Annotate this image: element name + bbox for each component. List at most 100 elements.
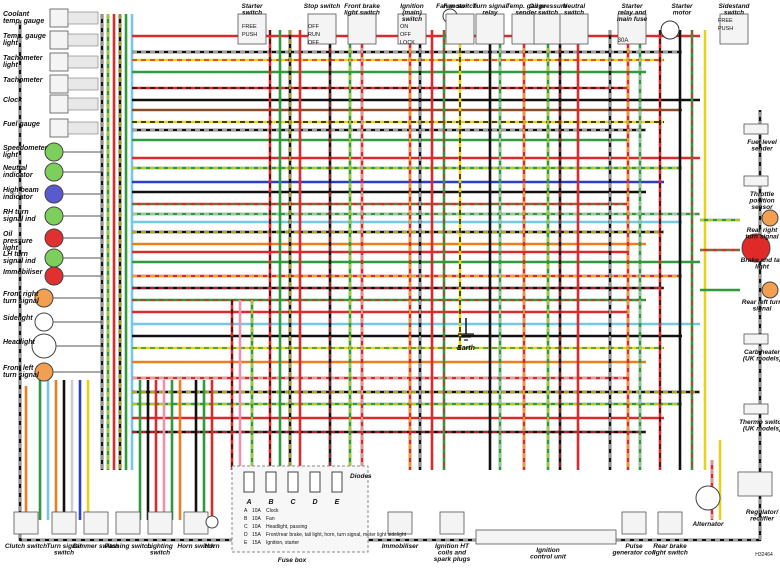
bottom-component [657, 511, 683, 535]
left-component [49, 74, 99, 94]
switch-icon [237, 13, 267, 45]
switch-icon [347, 13, 377, 45]
left-component-label: Fuel gauge [3, 121, 40, 128]
left-component [44, 248, 102, 268]
sidestand-switch-term: PUSH [718, 26, 733, 32]
gauge-icon [49, 52, 69, 72]
switch-icon [439, 511, 465, 535]
top-component [719, 13, 749, 45]
connector-icon [67, 121, 99, 135]
right-component [743, 333, 769, 345]
switch-icon [475, 13, 505, 45]
top-component [559, 13, 589, 45]
bulb-icon [34, 312, 54, 332]
left-component-label: Immobiliser [3, 269, 44, 276]
gauge-icon [49, 30, 69, 50]
starter-switch-term: PUSH [242, 32, 257, 38]
fuse-table-rating: 15A [252, 540, 262, 546]
gauge-icon [49, 94, 69, 114]
left-component [49, 8, 99, 28]
turn-signal-bulb-icon [761, 281, 779, 299]
fuse-table-fuse: A [244, 508, 248, 514]
stop-switch-term: RUN [308, 32, 320, 38]
gauge-icon [49, 8, 69, 28]
switch-icon [115, 511, 141, 535]
connector-icon [67, 11, 99, 25]
fuse-icon [331, 471, 343, 493]
left-component [44, 162, 102, 182]
switch-icon [387, 511, 413, 535]
connector-icon [67, 77, 99, 91]
switch-icon [83, 511, 109, 535]
top-component [617, 13, 647, 45]
left-component [49, 52, 99, 72]
bottom-component [439, 511, 465, 535]
fuse-letter: D [312, 499, 317, 506]
fuse-letter: B [268, 499, 273, 506]
top-component [533, 13, 563, 45]
motor-icon [660, 20, 680, 40]
ignition-switch-term: ON [400, 24, 408, 30]
switch-icon [307, 13, 337, 45]
switch-icon [617, 13, 647, 45]
fuse-letter: E [335, 499, 340, 506]
bulb-icon [44, 184, 64, 204]
ignition-switch-term: OFF [400, 32, 412, 38]
switch-icon [13, 511, 39, 535]
bulb-icon [44, 206, 64, 226]
reference-code: H32464 [755, 552, 773, 558]
switch-icon [397, 13, 427, 45]
left-component [44, 206, 102, 226]
bottom-component-label: Immobiliser [382, 543, 419, 550]
left-component [49, 94, 99, 114]
bottom-component-label: Dimmer switch [73, 543, 119, 550]
fuse-table-rating: 10A [252, 508, 262, 514]
gauge-icon [49, 118, 69, 138]
switch-icon [147, 511, 173, 535]
right-component [743, 175, 769, 187]
switch-icon [719, 13, 749, 45]
top-component-label: Stop switch [304, 3, 341, 10]
right-component [743, 403, 769, 415]
fuse-icon [309, 471, 321, 493]
earth-label: Earth [457, 345, 475, 352]
right-component-label: Regulator/rectifier [746, 509, 779, 523]
fuse-table-rating: 15A [252, 532, 262, 538]
right-component [761, 209, 779, 227]
sender-icon [743, 123, 769, 135]
bottom-component [83, 511, 109, 535]
bulb-icon [31, 333, 57, 359]
sidestand-switch-term: FREE [718, 18, 733, 24]
fuse-table-circuit: Clock [266, 508, 279, 514]
fuse-letter: A [245, 499, 251, 506]
bottom-component-label: Horn [204, 543, 219, 550]
main-fuse-rating: 30A [618, 38, 629, 44]
fuse-table-rating: 10A [252, 524, 262, 530]
stop-switch-term: OFF [308, 40, 320, 46]
tail-bulb-icon [741, 233, 771, 263]
connector-icon [67, 33, 99, 47]
left-component [31, 333, 102, 359]
regulator-icon [737, 471, 773, 497]
switch-icon [621, 511, 647, 535]
fuse-table-circuit: Fan [266, 516, 275, 522]
left-component [44, 142, 102, 162]
right-component-label: Alternator [691, 521, 724, 528]
gauge-icon [49, 74, 69, 94]
left-component [44, 184, 102, 204]
horn-icon [205, 515, 219, 529]
